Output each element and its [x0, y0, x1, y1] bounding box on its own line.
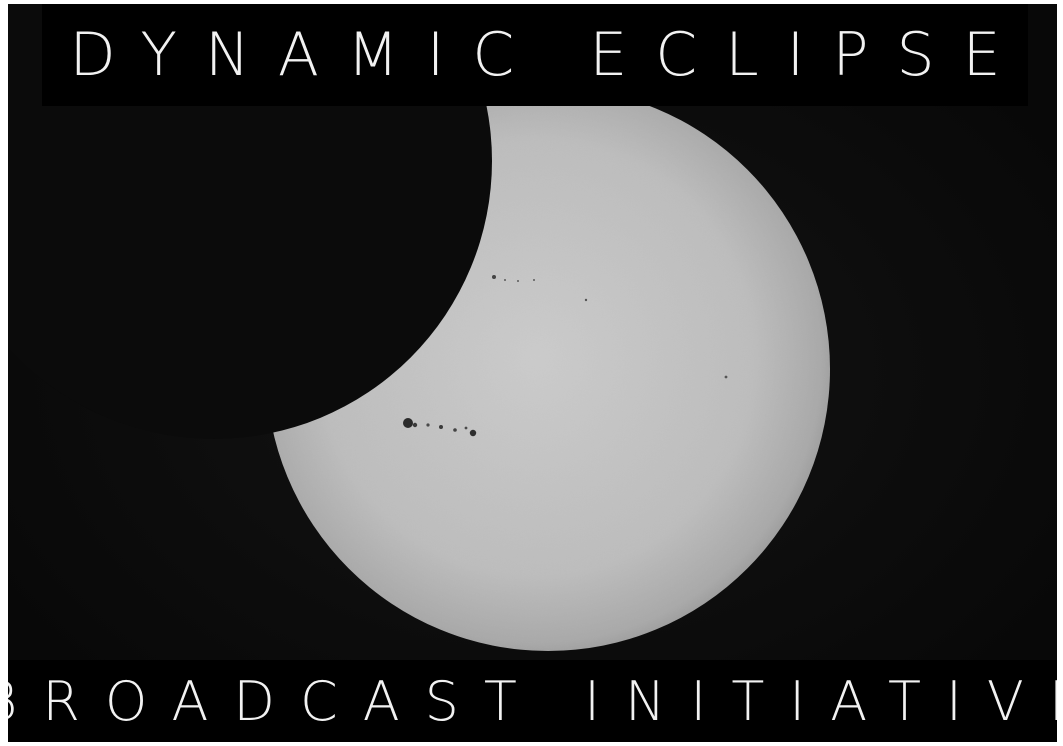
eclipse-scene	[8, 4, 1057, 742]
title-banner: DYNAMIC ECLIPSE	[42, 4, 1028, 106]
eclipse-photo: DYNAMIC ECLIPSE BROADCAST INITIATIVE	[8, 4, 1057, 742]
page-title: DYNAMIC ECLIPSE	[69, 20, 1029, 90]
page-subtitle: BROADCAST INITIATIVE	[8, 669, 1057, 733]
subtitle-banner: BROADCAST INITIATIVE	[8, 660, 1057, 742]
sunspots	[403, 275, 728, 437]
moon-disc	[8, 4, 492, 439]
